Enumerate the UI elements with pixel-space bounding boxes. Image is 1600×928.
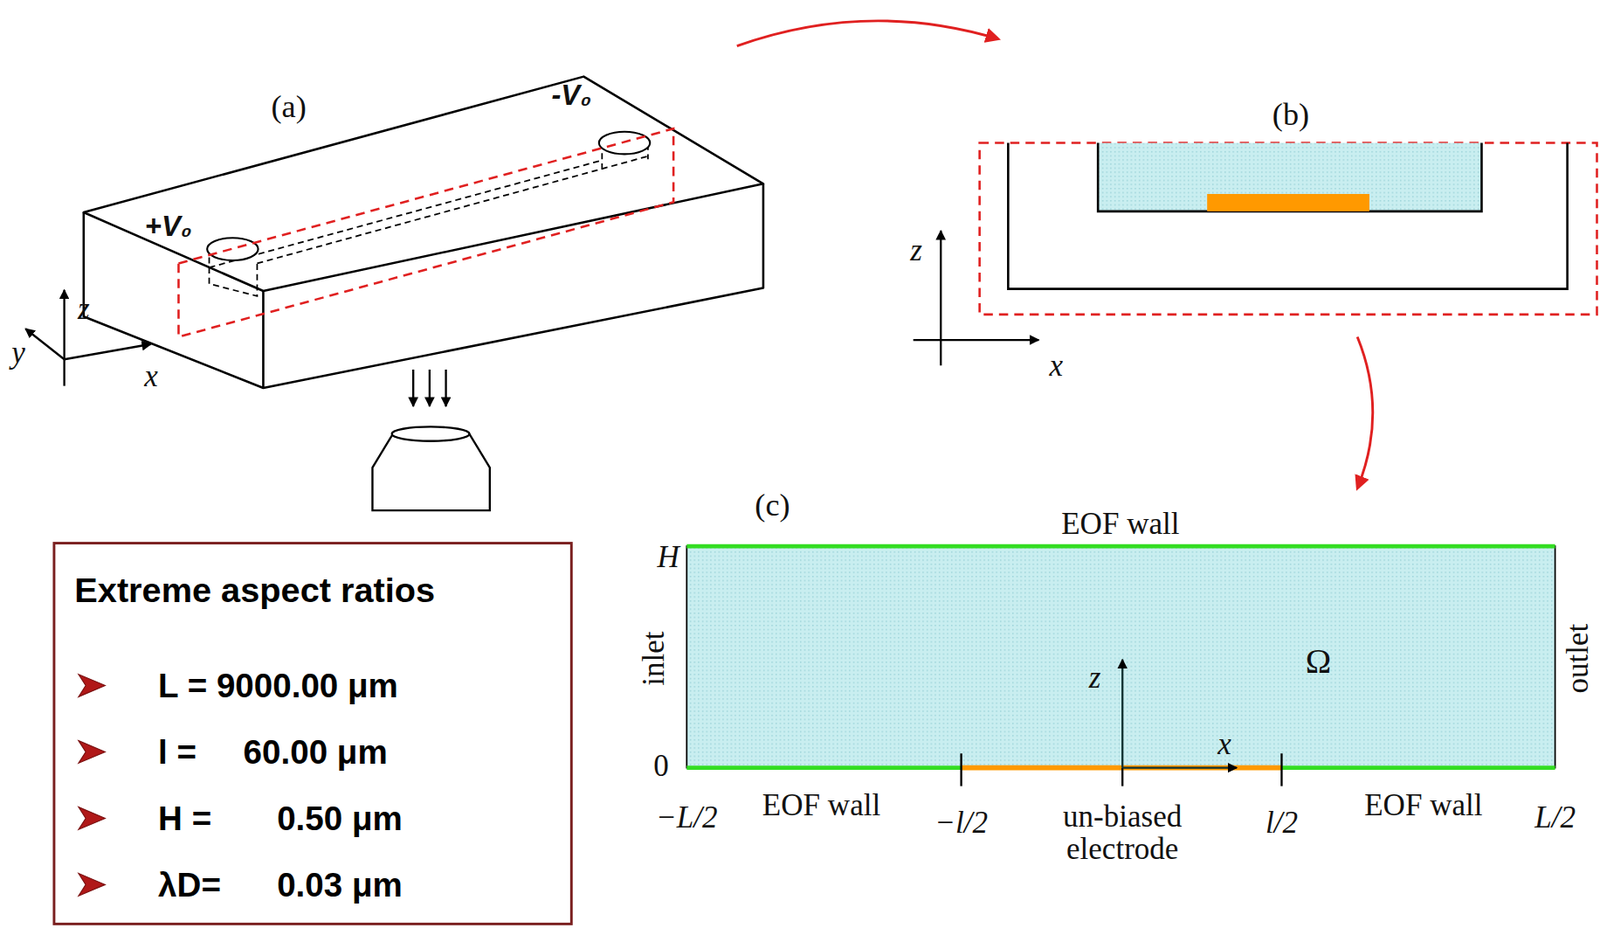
axes-b bbox=[913, 230, 1040, 366]
axes-c bbox=[1122, 659, 1237, 768]
axis-label: x bbox=[144, 359, 159, 393]
domain: Ω bbox=[686, 545, 1555, 768]
info-box: Extreme aspect ratios L = 9000.00 μml = 6… bbox=[54, 543, 572, 925]
coordinate-label: −L/2 bbox=[655, 800, 718, 833]
eof-wall-line bbox=[686, 544, 1555, 549]
flow-arrow bbox=[1357, 337, 1373, 489]
axes-a bbox=[25, 289, 152, 387]
fluid bbox=[1097, 143, 1482, 212]
wall-label: EOF wall bbox=[762, 787, 881, 821]
electrode bbox=[1206, 193, 1370, 212]
panel-label: (c) bbox=[754, 486, 790, 524]
bullet-arrow bbox=[78, 873, 105, 897]
panel-a: (a) bbox=[61, 46, 776, 532]
bullet-arrow bbox=[78, 674, 105, 697]
boundary-label: outlet bbox=[1561, 623, 1594, 694]
domain-fill bbox=[686, 545, 1555, 768]
boundary-label: inlet bbox=[636, 630, 669, 685]
electrode-label: un-biased electrode bbox=[1020, 799, 1225, 864]
box-heading: Extreme aspect ratios bbox=[74, 565, 552, 614]
coordinate-label: l/2 bbox=[1265, 805, 1298, 838]
channel bbox=[209, 144, 649, 297]
domain-symbol: Ω bbox=[1305, 641, 1332, 681]
reservoirs bbox=[206, 131, 650, 261]
flow-arrow bbox=[737, 20, 999, 47]
objective-lens bbox=[372, 369, 490, 511]
bullet-arrow bbox=[78, 806, 105, 830]
axis-label: x bbox=[1217, 726, 1232, 759]
bullet-arrow bbox=[78, 740, 105, 764]
chip-section bbox=[1007, 143, 1567, 290]
wall-label: EOF wall bbox=[1061, 507, 1180, 540]
panel-label: (a) bbox=[271, 89, 307, 126]
panel-label: (b) bbox=[1272, 96, 1310, 133]
ratio-item: λD= 0.03 μm bbox=[158, 850, 552, 918]
ratio-item: l = 60.00 μm bbox=[158, 718, 552, 786]
coordinate-label: L/2 bbox=[1534, 800, 1576, 833]
dimension-label: H bbox=[657, 539, 680, 573]
axis-label: y bbox=[11, 336, 26, 369]
voltage-label: -V₀ bbox=[551, 79, 592, 110]
info-box-frame bbox=[54, 543, 572, 925]
ratio-item: L = 9000.00 μm bbox=[158, 652, 552, 719]
slice-outline bbox=[178, 128, 674, 337]
wall-label: EOF wall bbox=[1364, 787, 1483, 821]
axis-label: z bbox=[910, 234, 923, 267]
axis-label: z bbox=[1089, 660, 1102, 693]
eof-wall-line bbox=[686, 765, 1555, 770]
axis-label: x bbox=[1048, 349, 1063, 382]
axis-label: z bbox=[77, 291, 90, 325]
panel-b: (b) bbox=[994, 30, 1600, 338]
voltage-label: +V₀ bbox=[144, 211, 193, 242]
coordinate-label: −l/2 bbox=[934, 805, 988, 838]
dimension-label: 0 bbox=[653, 749, 669, 782]
chip-block bbox=[83, 76, 764, 388]
slice-outline bbox=[979, 143, 1598, 315]
bullet-arrows bbox=[78, 674, 105, 897]
ratio-item: H = 0.50 μm bbox=[158, 784, 552, 851]
